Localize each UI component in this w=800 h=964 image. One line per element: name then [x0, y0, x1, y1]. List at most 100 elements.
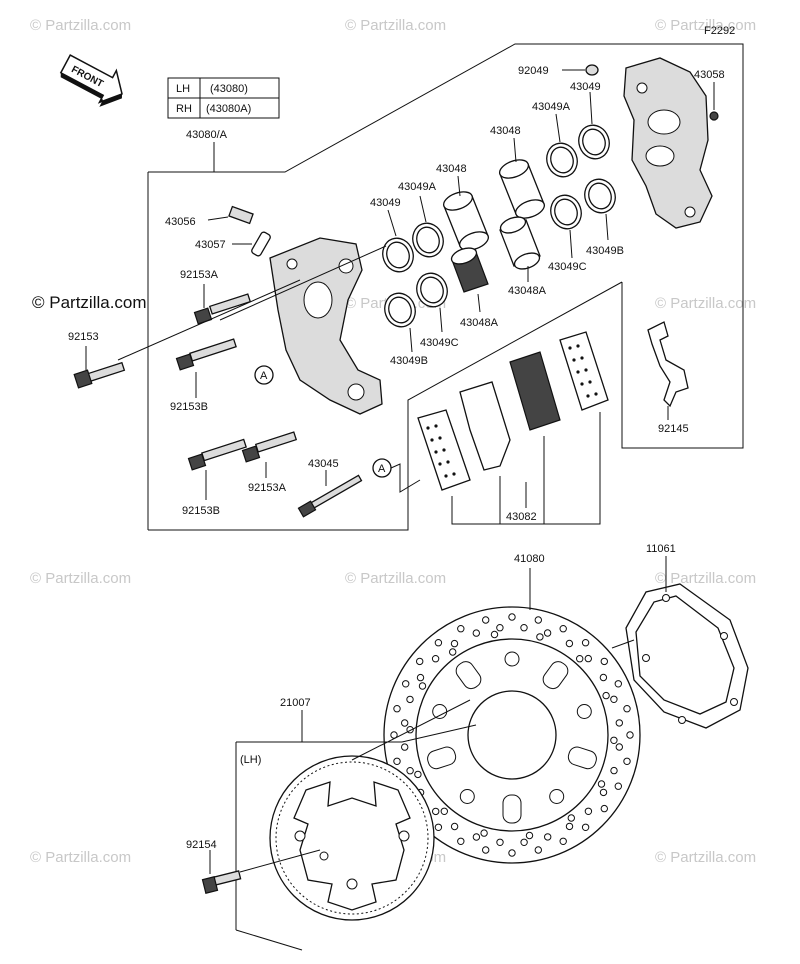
disc-hole — [534, 846, 542, 854]
disc-hole — [565, 639, 574, 648]
label-11061: 11061 — [646, 543, 676, 555]
disc-hole — [414, 770, 422, 779]
disc-mount-hole — [576, 704, 592, 719]
label-43049-mid: 43049 — [370, 197, 401, 209]
brake-pad-set: 43082 — [417, 331, 609, 525]
label-92153b-bottom: 92153B — [182, 505, 220, 517]
washer-92049: 92049 — [518, 64, 599, 77]
abs-ring-side: (LH) — [240, 754, 261, 766]
caliper-half-right — [623, 57, 713, 229]
disc-hole — [520, 624, 528, 632]
disc-hole — [449, 648, 457, 656]
disc-bolt: 92154 — [186, 839, 321, 894]
label-43048a-left: 43048A — [460, 317, 499, 329]
disc-slot — [427, 746, 457, 770]
disc-hole — [600, 804, 608, 813]
disc-hole — [565, 822, 574, 831]
table-side-rh: RH — [176, 103, 192, 115]
disc-slot — [455, 661, 482, 690]
disc-hole — [525, 831, 534, 840]
disc-hole — [482, 846, 490, 854]
disc-hole — [440, 807, 448, 815]
label-43049-top: 43049 — [570, 81, 601, 93]
disc-hole — [406, 695, 414, 704]
label-43048a-right: 43048A — [508, 285, 547, 297]
disc-hole — [615, 743, 623, 751]
bolt-92153b-bottom: 92153B — [182, 438, 247, 517]
label-43049a-mid: 43049A — [398, 181, 437, 193]
disc-hole — [457, 837, 465, 845]
disc-hole — [600, 657, 608, 666]
disc-slot — [567, 746, 597, 770]
disc-hole — [472, 833, 481, 841]
disc-hole — [490, 630, 499, 639]
disc-hole — [534, 616, 542, 624]
watermark: © Partzilla.com — [345, 17, 446, 34]
label-43049a-top: 43049A — [532, 101, 571, 113]
label-43048-mid: 43048 — [436, 163, 467, 175]
watermark: © Partzilla.com — [655, 295, 756, 312]
table-side-lh: LH — [176, 83, 190, 95]
piston-43048-mid: 43048 — [436, 163, 490, 251]
seal-43049-mid: 43049 — [370, 197, 414, 273]
pad-spring: 92145 — [647, 321, 689, 435]
bolt-92153b-top: 92153B — [170, 338, 237, 413]
table-part-rh: (43080A) — [206, 103, 251, 115]
disc-hole — [610, 695, 618, 703]
disc-hole — [450, 639, 459, 648]
abs-sensor-ring: 21007 (LH) — [235, 697, 477, 951]
disc-hole — [543, 629, 552, 637]
caliper-assembly-outline: 43080/A — [147, 43, 744, 531]
label-43045: 43045 — [308, 458, 339, 470]
disc-hole — [432, 807, 440, 816]
disc-hole — [434, 823, 443, 831]
disc-hole — [544, 833, 552, 841]
disc-hole — [496, 624, 504, 632]
disc-hole — [496, 838, 504, 846]
seal-43049a-top: 43049A — [532, 101, 578, 178]
figure-code: F2292 — [704, 25, 735, 37]
disc-hole — [559, 625, 567, 633]
label-43049b-right: 43049B — [586, 245, 624, 257]
watermark: © Partzilla.com — [655, 17, 756, 34]
disc-hole — [393, 757, 401, 765]
disc-hole — [623, 705, 631, 713]
ref-marker-letter: A — [378, 463, 386, 475]
label-43049c-left: 43049C — [420, 337, 459, 349]
seal-43049a-mid: 43049A — [398, 181, 444, 258]
bolt-92153a-top: 92153A — [180, 269, 252, 325]
bolt-92153a-bottom: 92153A — [241, 431, 298, 494]
label-92153b-top: 92153B — [170, 401, 208, 413]
disc-hole — [567, 814, 575, 822]
label-92154: 92154 — [186, 839, 217, 851]
disc-hole — [457, 625, 465, 633]
disc-mount-hole — [459, 789, 475, 804]
leader-lines — [117, 245, 471, 761]
pad-pin: 43045 — [297, 458, 363, 518]
seal-43049c-right: 43049C — [548, 194, 587, 273]
ref-marker-a-right: A — [372, 458, 421, 493]
disc-mount-hole — [549, 789, 565, 804]
disc-hole — [416, 673, 425, 682]
side-table: LH (43080) RH (43080A) — [167, 77, 280, 119]
front-arrow-icon: FRONT — [59, 54, 123, 107]
label-43057: 43057 — [195, 239, 226, 251]
label-43049c-right: 43049C — [548, 261, 587, 273]
disc-hole — [599, 788, 608, 797]
disc-hole — [576, 655, 584, 663]
caliper-body-left — [269, 237, 383, 415]
watermark: © Partzilla.com — [30, 570, 131, 587]
label-92153: 92153 — [68, 331, 99, 343]
disc-hole — [614, 680, 622, 688]
watermark: © Partzilla.com — [655, 849, 756, 866]
disc-hole — [472, 629, 480, 637]
label-92049: 92049 — [518, 65, 549, 77]
seal-43049-top: 43049 — [570, 81, 610, 160]
label-43056: 43056 — [165, 216, 196, 228]
disc-hole — [480, 829, 488, 837]
disc-hole — [393, 705, 401, 713]
label-92145: 92145 — [658, 423, 689, 435]
ref-marker-letter: A — [260, 370, 268, 382]
disc-slot — [542, 661, 569, 690]
